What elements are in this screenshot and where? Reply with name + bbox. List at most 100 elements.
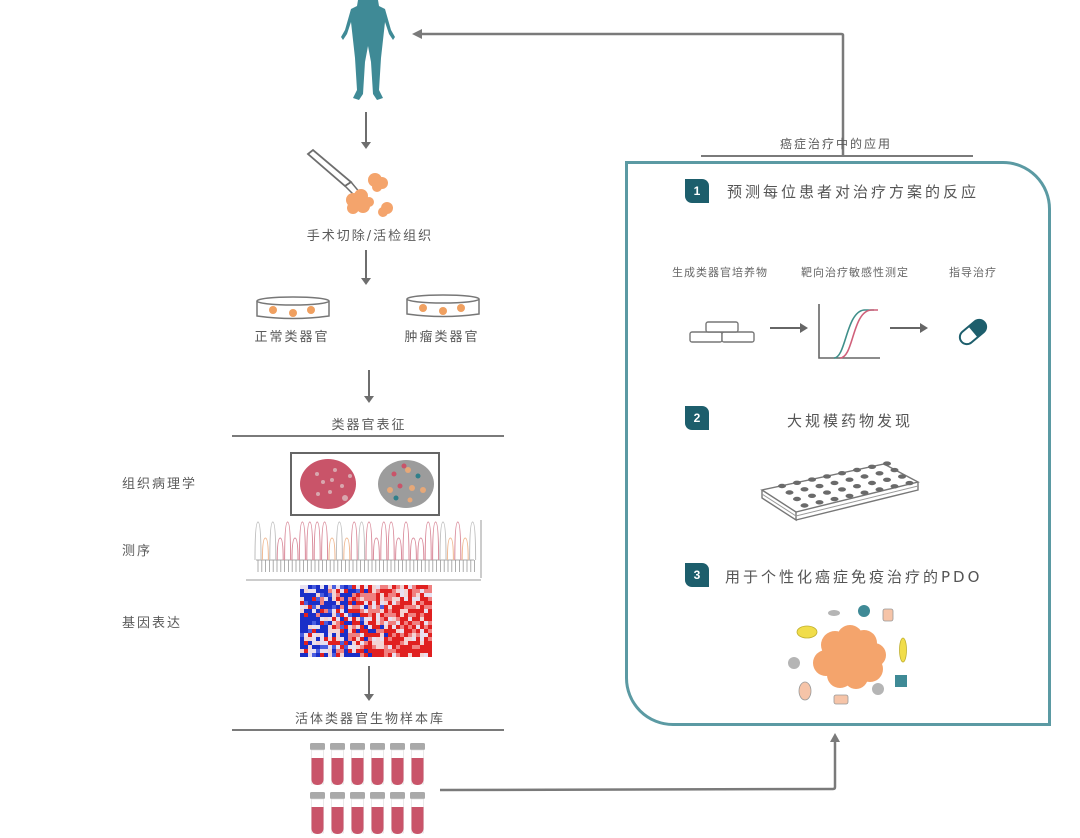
heatmap-cell bbox=[304, 621, 308, 625]
heatmap-cell bbox=[408, 597, 412, 601]
sample-tube-icon bbox=[370, 743, 385, 785]
heatmap-cell bbox=[408, 613, 412, 617]
heatmap-cell bbox=[324, 585, 328, 589]
heatmap-cell bbox=[376, 649, 380, 653]
heatmap-cell bbox=[348, 605, 352, 609]
plate-well bbox=[830, 496, 839, 502]
heatmap-cell bbox=[364, 653, 368, 657]
scalpel-tissue-icon bbox=[306, 148, 393, 217]
flow-arrow-2 bbox=[361, 250, 371, 285]
heatmap-cell bbox=[388, 605, 392, 609]
heatmap-cell bbox=[324, 597, 328, 601]
heatmap-cell bbox=[300, 629, 304, 633]
heatmap-cell bbox=[352, 621, 356, 625]
heatmap-cell bbox=[336, 589, 340, 593]
heatmap-cell bbox=[428, 609, 432, 613]
heatmap-cell bbox=[352, 613, 356, 617]
heatmap-cell bbox=[420, 633, 424, 637]
plate-well bbox=[838, 471, 846, 476]
heatmap-cell bbox=[332, 617, 336, 621]
heatmap-cell bbox=[412, 637, 416, 641]
heatmap-cell bbox=[360, 629, 364, 633]
step-2-title: 大规模药物发现 bbox=[787, 412, 914, 430]
heatmap-cell bbox=[352, 629, 356, 633]
heatmap-cell bbox=[380, 653, 384, 657]
heatmap-cell bbox=[324, 637, 328, 641]
plate-well bbox=[860, 474, 869, 479]
heatmap-cell bbox=[356, 637, 360, 641]
heatmap-cell bbox=[392, 653, 396, 657]
heatmap-cell bbox=[348, 613, 352, 617]
heatmap-cell bbox=[360, 653, 364, 657]
heatmap-cell bbox=[416, 649, 420, 653]
arrow-right-icon bbox=[770, 323, 808, 333]
heatmap-cell bbox=[376, 613, 380, 617]
heatmap-cell bbox=[308, 629, 312, 633]
heatmap-cell bbox=[384, 653, 388, 657]
plate-well bbox=[853, 467, 861, 473]
heatmap-cell bbox=[356, 641, 360, 645]
heatmap-cell bbox=[360, 633, 364, 637]
heatmap-cell bbox=[308, 633, 312, 637]
heatmap-cell bbox=[428, 653, 432, 657]
heatmap-cell bbox=[372, 645, 376, 649]
heatmap-cell bbox=[368, 585, 372, 589]
heatmap-cell bbox=[324, 633, 328, 637]
heatmap-cell bbox=[368, 589, 372, 593]
multiwell-plate-icon bbox=[760, 461, 920, 522]
heatmap-cell bbox=[396, 593, 400, 597]
chromatogram-peak bbox=[372, 537, 380, 561]
heatmap-cell bbox=[376, 593, 380, 597]
heatmap-cell bbox=[428, 629, 432, 633]
heatmap-cell bbox=[332, 641, 336, 645]
heatmap-cell bbox=[384, 637, 388, 641]
heatmap-cell bbox=[320, 593, 324, 597]
heatmap-cell bbox=[340, 597, 344, 601]
heatmap-cell bbox=[424, 637, 428, 641]
heatmap-cell bbox=[392, 625, 396, 629]
heatmap-cell bbox=[368, 597, 372, 601]
heatmap-cell bbox=[312, 613, 316, 617]
heatmap-cell bbox=[408, 637, 412, 641]
heatmap-cell bbox=[364, 585, 368, 589]
chromatogram-peak bbox=[321, 521, 329, 561]
substep-sensitivity-assay: 靶向治疗敏感性测定 bbox=[801, 266, 909, 279]
heatmap-cell bbox=[336, 633, 340, 637]
heatmap-cell bbox=[336, 609, 340, 613]
heatmap-cell bbox=[400, 625, 404, 629]
heatmap-cell bbox=[396, 617, 400, 621]
chromatogram-peak bbox=[298, 521, 306, 561]
chromatogram-peak bbox=[350, 521, 358, 561]
heatmap-cell bbox=[308, 653, 312, 657]
chromatogram-peak bbox=[387, 521, 395, 561]
heatmap-cell bbox=[312, 621, 316, 625]
heatmap-cell bbox=[364, 649, 368, 653]
heatmap-cell bbox=[424, 593, 428, 597]
heatmap-cell bbox=[324, 625, 328, 629]
gene-expression-heatmap-icon bbox=[300, 585, 432, 657]
heatmap-cell bbox=[428, 593, 432, 597]
heatmap-cell bbox=[316, 613, 320, 617]
step-3-title: 用于个性化癌症免疫治疗的PDO bbox=[725, 568, 983, 586]
heatmap-cell bbox=[300, 605, 304, 609]
heatmap-cell bbox=[416, 601, 420, 605]
heatmap-cell bbox=[324, 645, 328, 649]
heatmap-cell bbox=[384, 605, 388, 609]
heatmap-cell bbox=[384, 629, 388, 633]
heatmap-cell bbox=[308, 597, 312, 601]
plate-well bbox=[853, 484, 861, 489]
heatmap-cell bbox=[320, 605, 324, 609]
arrow-right-icon bbox=[890, 323, 928, 333]
heatmap-cell bbox=[364, 597, 368, 601]
heatmap-cell bbox=[400, 589, 404, 593]
heatmap-cell bbox=[420, 593, 424, 597]
heatmap-cell bbox=[388, 653, 392, 657]
heatmap-cell bbox=[300, 645, 304, 649]
heatmap-cell bbox=[424, 585, 428, 589]
heatmap-cell bbox=[300, 593, 304, 597]
chromatogram-peak bbox=[454, 521, 462, 561]
heatmap-cell bbox=[352, 645, 356, 649]
heatmap-cell bbox=[376, 641, 380, 645]
heatmap-cell bbox=[360, 609, 364, 613]
heatmap-cell bbox=[348, 637, 352, 641]
